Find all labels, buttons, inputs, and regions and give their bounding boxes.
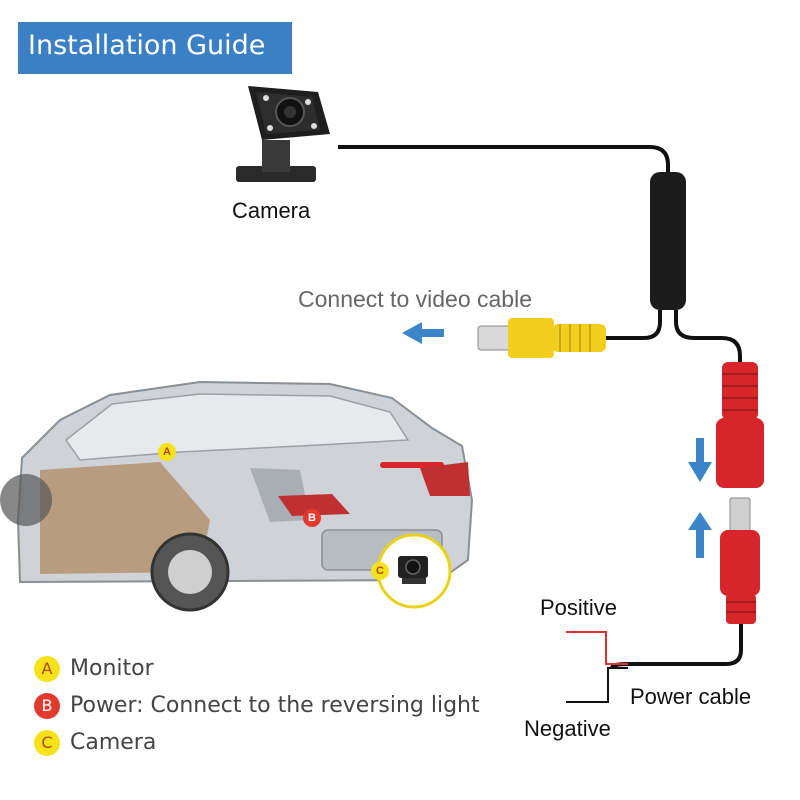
camera-label: Camera [232, 198, 311, 223]
power-cable-label: Power cable [630, 684, 752, 709]
rca-connector [477, 318, 606, 358]
negative-wire [566, 667, 628, 703]
legend-text-c: Camera [70, 730, 157, 755]
negative-label: Negative [524, 716, 611, 741]
legend-badge-b: B [34, 692, 60, 719]
power-lead [674, 310, 742, 362]
camera-unit-icon [236, 86, 330, 182]
dc-male-plug [720, 497, 760, 624]
camera-cable [338, 145, 670, 180]
power-cable-wire [610, 624, 743, 669]
video-cable-label: Connect to video cable [298, 286, 532, 312]
legend-item-a: A Monitor [34, 650, 534, 687]
legend-badge-c: C [34, 729, 60, 756]
arrow-down-icon [688, 438, 712, 482]
banner-title: Installation Guide [28, 30, 266, 61]
car-marker-c: C [371, 562, 389, 580]
dc-female-plug [716, 362, 764, 488]
legend: A Monitor B Power: Connect to the revers… [34, 650, 534, 761]
title-banner: Installation Guide [18, 22, 292, 74]
arrow-up-icon [688, 512, 712, 558]
legend-text-a: Monitor [70, 656, 154, 681]
legend-badge-a: A [34, 655, 60, 682]
legend-item-b: B Power: Connect to the reversing light [34, 687, 534, 724]
car-marker-a: A [158, 443, 176, 461]
positive-wire [566, 631, 628, 665]
arrow-left-icon [402, 322, 444, 344]
car-marker-b: B [303, 509, 321, 527]
car-illustration [0, 380, 474, 612]
legend-text-b: Power: Connect to the reversing light [70, 693, 480, 718]
junction-box [650, 172, 686, 310]
legend-item-c: C Camera [34, 724, 534, 761]
positive-label: Positive [540, 595, 618, 620]
video-lead [604, 310, 662, 340]
